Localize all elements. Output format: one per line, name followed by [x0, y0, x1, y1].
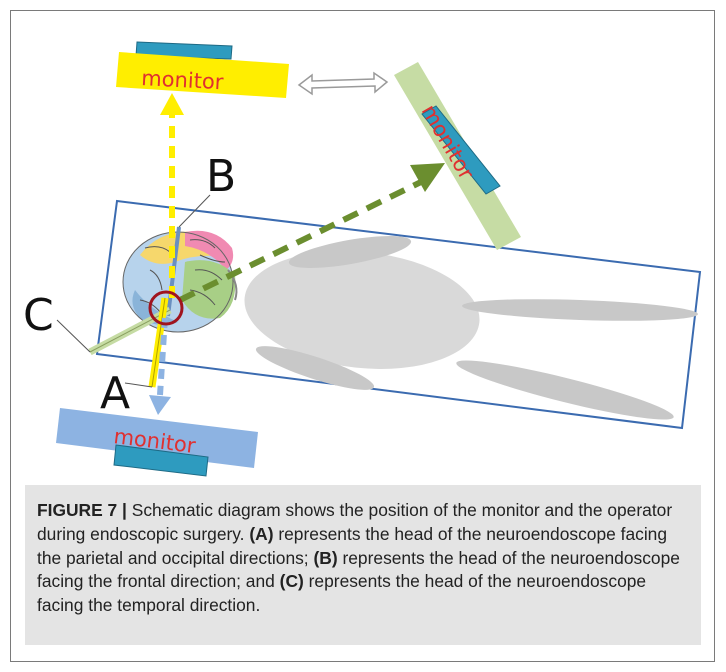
monitor-bottom: monitor	[56, 408, 258, 477]
monitor-right: monitor	[394, 62, 521, 250]
leader-line-c	[56, 319, 91, 353]
patient-leg-upper	[462, 299, 698, 321]
monitor-top-label: monitor	[141, 66, 225, 94]
schematic-diagram: monitor monitor monitor B C A	[23, 41, 702, 477]
caption-figure-label: FIGURE 7 |	[37, 500, 127, 520]
figure-caption: FIGURE 7 | Schematic diagram shows the p…	[25, 485, 701, 645]
monitor-top: monitor	[116, 41, 289, 98]
patient-torso	[244, 251, 480, 369]
caption-ref-b: (B)	[313, 547, 338, 568]
operating-table	[95, 199, 702, 430]
caption-text-1: Schematic diagram shows the position of …	[37, 500, 673, 544]
leader-line-a	[124, 382, 153, 388]
arrowhead-yellow	[160, 93, 184, 115]
patient-arm-upper	[288, 236, 412, 268]
label-a: A	[100, 368, 130, 419]
patient-body	[244, 236, 698, 420]
endoscope-entry-circle	[148, 290, 184, 326]
endoscope-a-outline	[151, 297, 166, 388]
caption-text-3: represents the head of the neuroendoscop…	[37, 547, 680, 592]
caption-ref-c: (C)	[279, 571, 304, 592]
caption-text-2: represents the head of the neuroendoscop…	[37, 523, 668, 568]
patient-leg-lower	[456, 360, 674, 420]
arrowhead-green	[410, 163, 445, 192]
leader-line-b	[178, 194, 211, 228]
endoscope-c-outline	[89, 309, 171, 353]
label-c: C	[23, 290, 54, 341]
patient-arm-lower	[255, 346, 375, 390]
label-b: B	[206, 151, 236, 202]
arrowhead-blue	[149, 395, 171, 415]
arrow-to-green-monitor	[178, 177, 427, 303]
arrow-to-blue-monitor	[157, 317, 168, 396]
caption-ref-a: (A)	[249, 523, 274, 544]
double-arrow	[297, 71, 389, 96]
caption-text-4: represents the head of the neuroendoscop…	[37, 571, 647, 616]
